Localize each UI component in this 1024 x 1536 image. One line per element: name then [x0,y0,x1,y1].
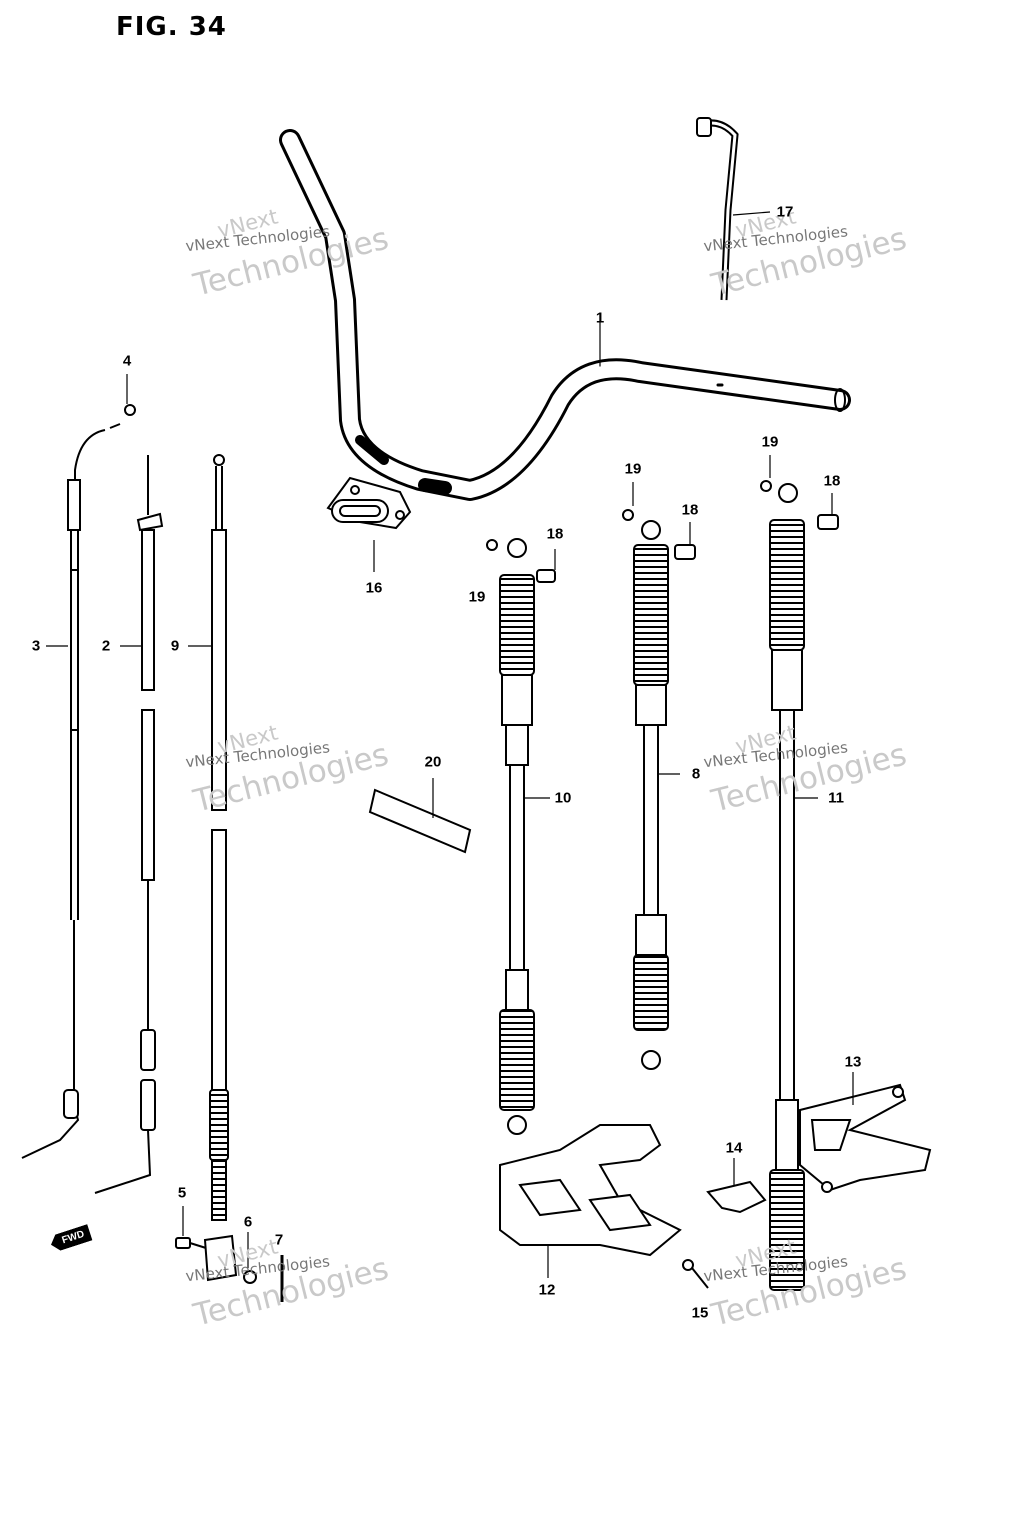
hose-part [696,117,771,301]
callout-18a: 18 [546,525,564,543]
callout-17: 17 [776,203,794,221]
callout-3: 3 [31,637,41,655]
handlebar-part [279,129,851,501]
callout-18c: 18 [823,472,841,490]
callout-10: 10 [554,789,572,807]
callout-18b: 18 [681,501,699,519]
bolt-18a-part [536,549,556,583]
bar-20-part [368,778,472,854]
callout-4: 4 [122,352,132,370]
washer-19a-part [486,539,498,551]
clip-14-part [706,1158,767,1214]
cable-9-part [188,454,238,1282]
callout-12: 12 [538,1281,556,1299]
callout-1: 1 [595,309,605,327]
callout-7: 7 [274,1231,284,1249]
callout-11: 11 [828,789,844,807]
screw-15-part [682,1259,709,1289]
cable-11-part [769,483,818,1291]
callout-14: 14 [725,1139,743,1157]
callout-19a: 19 [468,588,486,606]
callout-5: 5 [177,1184,187,1202]
callout-20: 20 [424,753,442,771]
callout-9: 9 [170,637,180,655]
handlebar-clamp-part [326,476,412,572]
cable-3-part [21,423,121,1159]
callout-13: 13 [844,1053,862,1071]
washer-19c-part [760,455,772,492]
washer-6-part [243,1232,257,1284]
cable-8-part [633,520,680,1070]
callout-16: 16 [365,579,383,597]
bolt-5-part [175,1206,207,1249]
figure-title: FIG. 34 [116,12,227,42]
callout-15: 15 [691,1304,709,1322]
callout-2: 2 [101,637,111,655]
bolt-18b-part [674,522,696,560]
lever-13-part [799,1072,932,1193]
washer-19b-part [622,482,634,521]
cable-2-part [94,455,164,1194]
bracket-12-part [499,1124,682,1278]
callout-6: 6 [243,1213,253,1231]
bolt-18c-part [817,493,839,530]
callout-8: 8 [691,765,701,783]
clip-4-part [124,374,136,416]
cable-10-part [499,538,550,1135]
callout-19b: 19 [624,460,642,478]
callout-19c: 19 [761,433,779,451]
